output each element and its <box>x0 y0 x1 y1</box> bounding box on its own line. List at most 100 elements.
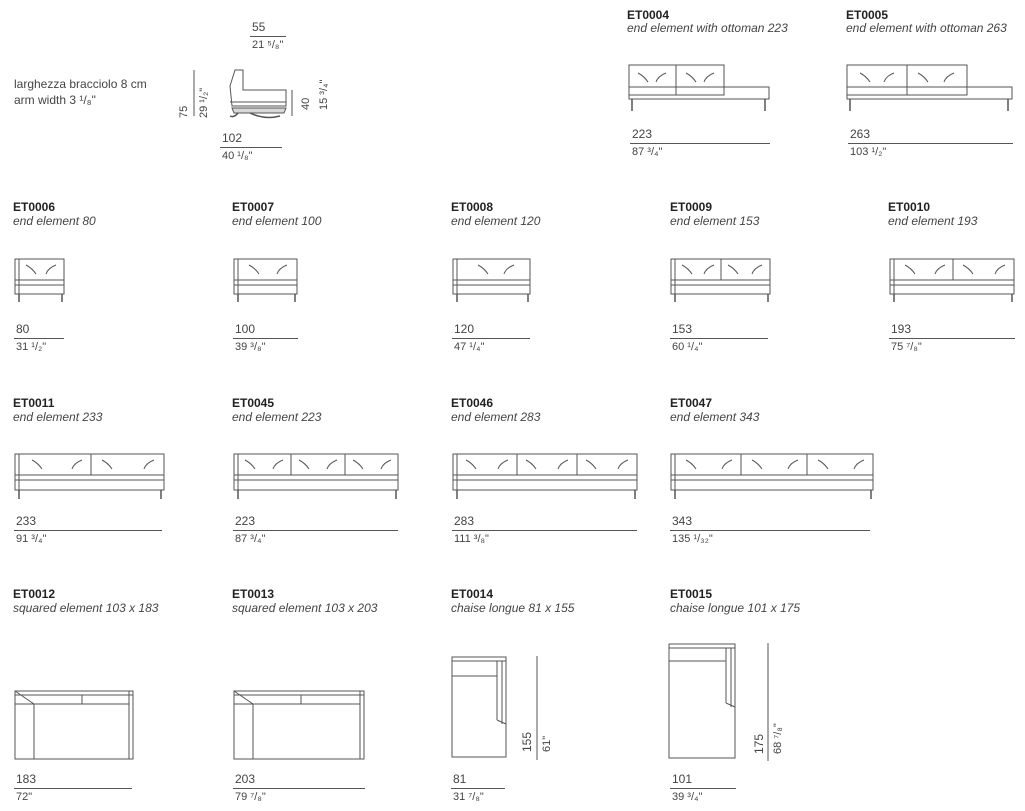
width-cm: 223 <box>235 514 256 528</box>
sofa-front-drawing <box>846 64 1014 114</box>
sofa-front-drawing <box>452 453 640 501</box>
element-code: ET0006 <box>13 200 56 214</box>
width-inch: 87 ³/₄" <box>235 533 266 545</box>
element-code: ET0014 <box>451 587 494 601</box>
dimension-rule <box>630 143 770 144</box>
dimension-rule <box>848 143 1013 144</box>
dimension-rule <box>670 530 870 531</box>
element-description: end element 153 <box>670 214 760 228</box>
element-description: end element with ottoman 263 <box>846 21 1007 35</box>
sofa-front-drawing <box>452 258 532 304</box>
element-code: ET0046 <box>451 396 494 410</box>
sofa-front-drawing <box>14 453 166 501</box>
width-cm: 81 <box>453 772 467 786</box>
width-inch: 103 ¹/₂" <box>850 146 887 158</box>
side-height-cm: 75 <box>178 105 190 118</box>
width-cm: 233 <box>16 514 37 528</box>
squared-element-plan-drawing <box>14 690 136 762</box>
element-description: end element 100 <box>232 214 322 228</box>
dimension-rule <box>233 530 398 531</box>
width-cm: 120 <box>454 322 475 336</box>
width-inch: 39 ³/₈" <box>235 341 266 353</box>
sofa-front-drawing <box>670 258 772 304</box>
side-height-in: 29 ¹/₂" <box>198 87 210 118</box>
side-depth-top-in: 21 ⁵/₈" <box>252 39 284 51</box>
element-code: ET0005 <box>846 8 889 22</box>
element-code: ET0013 <box>232 587 275 601</box>
width-cm: 343 <box>672 514 693 528</box>
width-cm: 80 <box>16 322 30 336</box>
dimension-rule <box>452 530 637 531</box>
dimension-rule <box>233 338 298 339</box>
element-code: ET0011 <box>13 396 55 410</box>
width-cm: 153 <box>672 322 693 336</box>
depth-cm: 155 <box>520 731 534 752</box>
dimension-rule <box>220 147 282 148</box>
dimension-rule <box>889 338 1015 339</box>
side-depth-cm: 102 <box>222 131 243 145</box>
width-inch: 47 ¹/₄" <box>454 341 485 353</box>
sofa-side-view-drawing <box>190 66 295 126</box>
element-code: ET0015 <box>670 587 713 601</box>
element-code: ET0009 <box>670 200 713 214</box>
width-inch: 31 ⁷/₈" <box>453 791 484 803</box>
dimension-rule <box>233 788 365 789</box>
width-inch: 91 ³/₄" <box>16 533 47 545</box>
dimension-rule <box>14 788 132 789</box>
width-inch: 111 ³/₈" <box>454 533 489 545</box>
side-depth-in: 40 ¹/₈" <box>222 150 253 162</box>
element-description: end element 283 <box>451 410 541 424</box>
element-description: chaise longue 81 x 155 <box>451 601 575 615</box>
dimension-rule <box>670 788 736 789</box>
width-inch: 60 ¹/₄" <box>672 341 703 353</box>
width-cm: 100 <box>235 322 256 336</box>
dimension-rule <box>452 338 530 339</box>
element-description: squared element 103 x 183 <box>13 601 159 615</box>
width-inch: 39 ³/₄" <box>672 791 703 803</box>
element-description: squared element 103 x 203 <box>232 601 378 615</box>
depth-cm: 175 <box>752 733 766 754</box>
width-inch: 135 ¹/₃₂" <box>672 533 713 545</box>
width-inch: 87 ³/₄" <box>632 146 663 158</box>
arm-width-note-it: larghezza bracciolo 8 cm <box>14 77 147 91</box>
dimension-rule <box>14 338 64 339</box>
width-cm: 263 <box>850 127 871 141</box>
width-cm: 203 <box>235 772 256 786</box>
dimension-rule <box>14 530 162 531</box>
arm-width-note-en: arm width 3 ¹/₈" <box>14 93 96 107</box>
element-code: ET0045 <box>232 396 275 410</box>
element-code: ET0004 <box>627 8 670 22</box>
width-inch: 75 ⁷/₈" <box>891 341 922 353</box>
element-description: end element 343 <box>670 410 760 424</box>
element-code: ET0007 <box>232 200 275 214</box>
width-cm: 283 <box>454 514 475 528</box>
squared-element-plan-drawing <box>233 690 367 762</box>
element-description: end element 233 <box>13 410 103 424</box>
sofa-front-drawing <box>233 453 401 501</box>
side-seat-in: 15 ³/₄" <box>318 79 330 110</box>
width-inch: 79 ⁷/₈" <box>235 791 266 803</box>
sofa-front-drawing <box>628 64 770 114</box>
chaise-longue-plan-drawing <box>668 643 740 761</box>
depth-rule <box>766 643 770 761</box>
sofa-front-drawing <box>14 258 66 304</box>
width-cm: 193 <box>891 322 912 336</box>
element-description: end element 223 <box>232 410 322 424</box>
element-description: chaise longue 101 x 175 <box>670 601 801 615</box>
depth-inch: 68 ⁷/₈" <box>772 723 784 754</box>
width-cm: 183 <box>16 772 37 786</box>
width-inch: 72" <box>16 791 33 803</box>
element-code: ET0047 <box>670 396 713 410</box>
element-description: end element 80 <box>13 214 96 228</box>
side-depth-top-cm: 55 <box>252 20 266 34</box>
width-inch: 31 ¹/₂" <box>16 341 47 353</box>
chaise-longue-plan-drawing <box>451 656 511 760</box>
sofa-front-drawing <box>889 258 1017 304</box>
dimension-rule <box>451 788 505 789</box>
depth-inch: 61" <box>541 735 553 752</box>
element-code: ET0012 <box>13 587 56 601</box>
element-description: end element 193 <box>888 214 978 228</box>
element-description: end element 120 <box>451 214 541 228</box>
dimension-rule <box>670 338 768 339</box>
sofa-front-drawing <box>233 258 299 304</box>
